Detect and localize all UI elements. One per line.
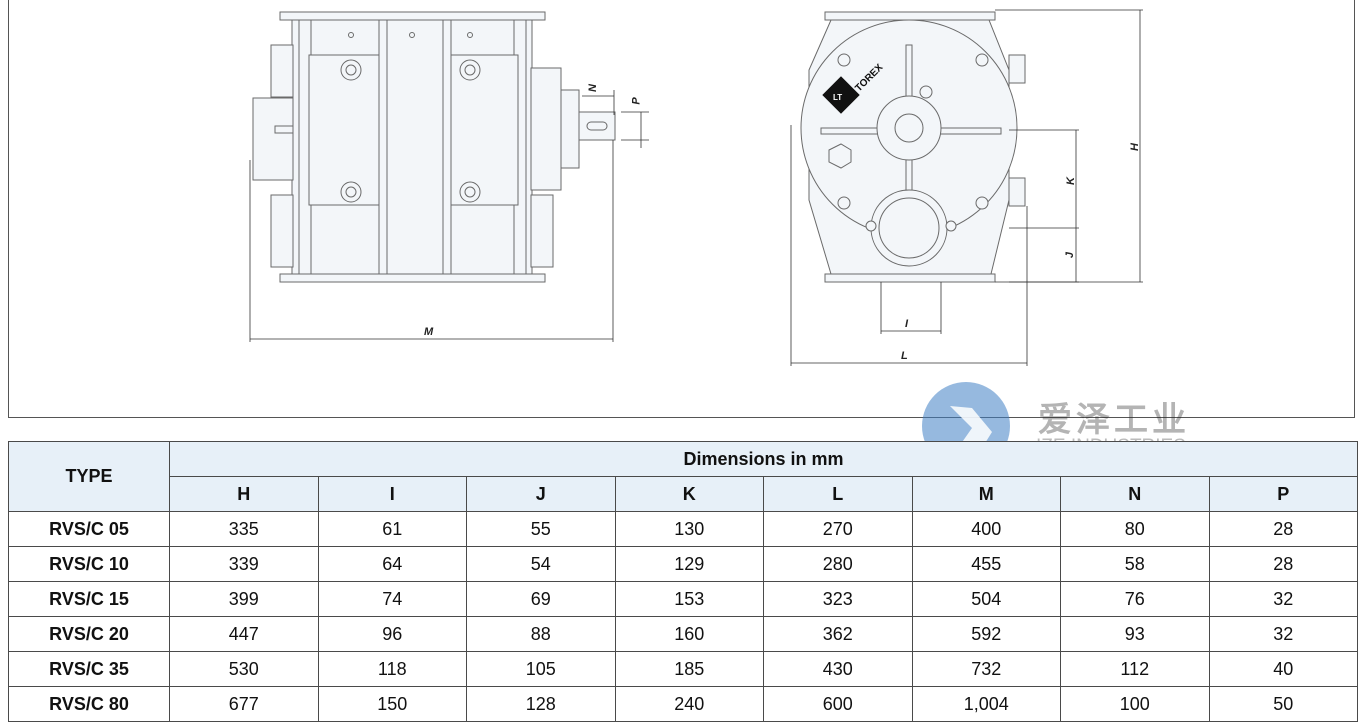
value-cell-h: 530 (169, 651, 319, 687)
dim-label-n: N (586, 84, 599, 92)
column-header-m: M (911, 476, 1061, 512)
front-view-drawing (800, 11, 1026, 283)
type-cell: RVS/C 10 (8, 546, 170, 582)
technical-drawing-panel: LT TOREX M N P (8, 0, 1355, 418)
value-cell-h: 339 (169, 546, 319, 582)
value-cell-n: 93 (1060, 616, 1210, 652)
value-cell-l: 362 (763, 616, 913, 652)
dim-label-j: J (1064, 251, 1077, 259)
type-cell: RVS/C 35 (8, 651, 170, 687)
column-header-l: L (763, 476, 913, 512)
value-cell-p: 40 (1208, 651, 1358, 687)
dim-label-i: I (905, 318, 909, 330)
value-cell-l: 430 (763, 651, 913, 687)
value-cell-l: 600 (763, 686, 913, 722)
value-cell-n: 58 (1060, 546, 1210, 582)
value-cell-j: 88 (466, 616, 616, 652)
value-cell-l: 280 (763, 546, 913, 582)
value-cell-n: 76 (1060, 581, 1210, 617)
value-cell-j: 105 (466, 651, 616, 687)
value-cell-p: 32 (1208, 616, 1358, 652)
torex-logo (822, 76, 860, 114)
column-header-j: J (466, 476, 616, 512)
column-header-i: I (317, 476, 467, 512)
dimensions-group-header: Dimensions in mm (169, 441, 1358, 477)
value-cell-m: 504 (911, 581, 1061, 617)
value-cell-k: 160 (614, 616, 764, 652)
value-cell-j: 69 (466, 581, 616, 617)
dim-label-h: H (1128, 143, 1141, 151)
dim-label-p: P (630, 97, 643, 105)
value-cell-i: 150 (317, 686, 467, 722)
watermark-chinese-text: 爱泽工业 (1038, 400, 1190, 440)
value-cell-k: 130 (614, 511, 764, 547)
value-cell-i: 96 (317, 616, 467, 652)
value-cell-i: 118 (317, 651, 467, 687)
value-cell-p: 50 (1208, 686, 1358, 722)
value-cell-n: 80 (1060, 511, 1210, 547)
logo-mark: LT (833, 93, 842, 102)
dim-label-k: K (1064, 177, 1077, 185)
value-cell-h: 399 (169, 581, 319, 617)
value-cell-i: 74 (317, 581, 467, 617)
value-cell-p: 32 (1208, 581, 1358, 617)
value-cell-k: 240 (614, 686, 764, 722)
value-cell-p: 28 (1208, 511, 1358, 547)
value-cell-j: 54 (466, 546, 616, 582)
column-header-p: P (1208, 476, 1358, 512)
value-cell-i: 64 (317, 546, 467, 582)
value-cell-k: 129 (614, 546, 764, 582)
value-cell-m: 400 (911, 511, 1061, 547)
value-cell-m: 592 (911, 616, 1061, 652)
value-cell-h: 335 (169, 511, 319, 547)
value-cell-i: 61 (317, 511, 467, 547)
column-header-h: H (169, 476, 319, 512)
column-header-n: N (1060, 476, 1210, 512)
value-cell-m: 732 (911, 651, 1061, 687)
value-cell-n: 100 (1060, 686, 1210, 722)
value-cell-l: 270 (763, 511, 913, 547)
value-cell-j: 55 (466, 511, 616, 547)
value-cell-h: 447 (169, 616, 319, 652)
dim-label-l: L (901, 350, 908, 362)
type-cell: RVS/C 80 (8, 686, 170, 722)
value-cell-h: 677 (169, 686, 319, 722)
value-cell-j: 128 (466, 686, 616, 722)
type-header: TYPE (8, 441, 170, 512)
column-header-k: K (614, 476, 764, 512)
value-cell-m: 455 (911, 546, 1061, 582)
dim-label-m: M (424, 326, 434, 338)
type-cell: RVS/C 15 (8, 581, 170, 617)
value-cell-n: 112 (1060, 651, 1210, 687)
value-cell-p: 28 (1208, 546, 1358, 582)
value-cell-l: 323 (763, 581, 913, 617)
valve-drawings: LT TOREX (249, 9, 1143, 366)
type-cell: RVS/C 20 (8, 616, 170, 652)
side-view-drawing (252, 11, 616, 283)
value-cell-m: 1,004 (911, 686, 1061, 722)
value-cell-k: 153 (614, 581, 764, 617)
value-cell-k: 185 (614, 651, 764, 687)
type-cell: RVS/C 05 (8, 511, 170, 547)
